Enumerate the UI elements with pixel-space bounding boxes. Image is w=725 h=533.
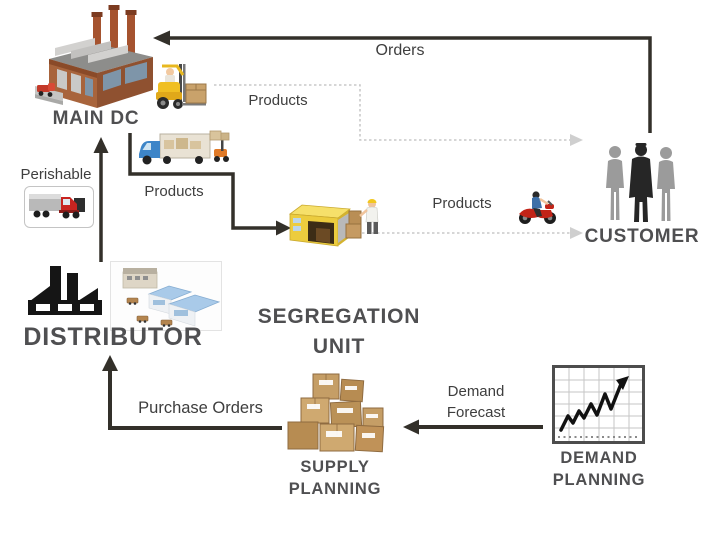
- demand-forecast-flow-label: Demand Forecast: [430, 381, 522, 423]
- forklift-icon: [156, 64, 207, 109]
- products-dotted-top-arrowhead: [570, 134, 583, 146]
- perishable-truck-frame: [24, 186, 94, 228]
- warehouses-icon: [122, 268, 221, 327]
- warehouses-frame: [110, 261, 222, 331]
- container-worker-icon: [288, 199, 379, 247]
- demand-planning-label-line2: PLANNING: [552, 471, 646, 489]
- demand-forecast-label-line1: Demand: [447, 383, 505, 400]
- perishable-truck-icon: [29, 194, 85, 219]
- perishable-flow-label: Perishable: [20, 166, 92, 183]
- customer-label: CUSTOMER: [584, 226, 700, 247]
- products-flow-label-mid: Products: [144, 183, 204, 200]
- segregation-unit-label: SEGREGATION UNIT: [248, 302, 430, 362]
- perishable-arrowhead: [93, 137, 109, 153]
- factory-3d-icon: [35, 5, 153, 108]
- customer-figure-right: [657, 147, 675, 221]
- motorcycle-icon: [519, 191, 556, 224]
- supply-planning-label-line1: SUPPLY: [300, 458, 370, 476]
- demand-planning-label: DEMAND PLANNING: [544, 447, 654, 491]
- purchase-orders-flow-label: Purchase Orders: [138, 399, 263, 417]
- customers-icon: [606, 143, 675, 222]
- trend-chart-icon: [552, 365, 645, 444]
- main-dc-label: MAIN DC: [52, 108, 140, 129]
- supply-planning-label: SUPPLY PLANNING: [282, 456, 388, 500]
- orders-flow-label: Orders: [375, 42, 425, 59]
- demand-planning-label-line1: DEMAND: [560, 449, 638, 467]
- cardboard-boxes-icon: [287, 373, 385, 453]
- distributor-label: DISTRIBUTOR: [23, 323, 203, 351]
- purchase-orders-arrowhead: [102, 355, 118, 371]
- customer-figure-left: [606, 146, 624, 220]
- supply-planning-label-line2: PLANNING: [288, 480, 382, 498]
- demand-forecast-label-line2: Forecast: [446, 404, 506, 421]
- demand-forecast-arrowhead: [403, 419, 419, 435]
- products-flow-label-right: Products: [432, 195, 492, 212]
- segregation-unit-label-line2: UNIT: [312, 335, 366, 358]
- customer-figure-middle: [629, 143, 653, 222]
- truck-trailer-icon: [139, 130, 230, 165]
- factory-silhouette-icon: [28, 266, 102, 315]
- segregation-unit-label-line1: SEGREGATION: [257, 305, 421, 328]
- products-flow-label-top: Products: [248, 92, 308, 109]
